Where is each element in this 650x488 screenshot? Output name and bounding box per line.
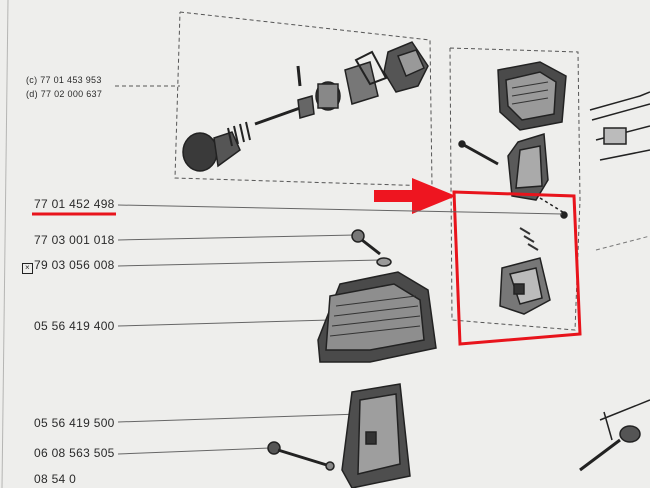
ref-label-c: (c) 77 01 453 953: [26, 75, 102, 85]
part-number-p6: 06 08 563 505: [34, 446, 115, 460]
washer-drawing: [376, 257, 392, 267]
car-partial-drawing: [589, 91, 650, 161]
screw-drawing: [351, 229, 381, 256]
highlight-box: [452, 190, 582, 346]
leader-line-p5: [117, 413, 361, 423]
part-number-p3: 79 03 056 008: [34, 258, 115, 272]
part-number-p5: 05 56 419 500: [34, 416, 115, 430]
hinge-part-drawing: [499, 227, 551, 315]
leader-line-p1: [117, 204, 563, 215]
leader-line-p6: [117, 447, 271, 455]
dashed-guide: [595, 235, 650, 251]
bracket-drawing: [458, 133, 568, 219]
assembly-group-box-1: [174, 11, 433, 187]
part-number-p2: 77 03 001 018: [34, 233, 115, 247]
part-number-p1: 77 01 452 498: [34, 197, 115, 211]
lower-bracket-drawing: [341, 383, 411, 488]
ref-label-d: (d) 77 02 000 637: [26, 89, 103, 99]
leader-line-p3: [117, 259, 381, 267]
page-margin-line: [1, 0, 9, 488]
leader-line-p4: [117, 319, 331, 327]
knob-assembly-drawing: [182, 41, 429, 172]
large-cover-drawing: [317, 271, 437, 363]
part-number-p7: 08 54 0: [34, 472, 77, 486]
part-number-p4: 05 56 419 400: [34, 319, 115, 333]
assembly-group-box-2: [449, 47, 581, 331]
boxed-x-marker: ×: [22, 259, 36, 274]
lower-bolt-drawing: [267, 441, 335, 471]
car-partial-drawing-lower: [579, 399, 650, 472]
cover-drawing: [497, 61, 567, 131]
red-arrow: [374, 178, 456, 214]
leader-line-p2: [117, 234, 356, 241]
